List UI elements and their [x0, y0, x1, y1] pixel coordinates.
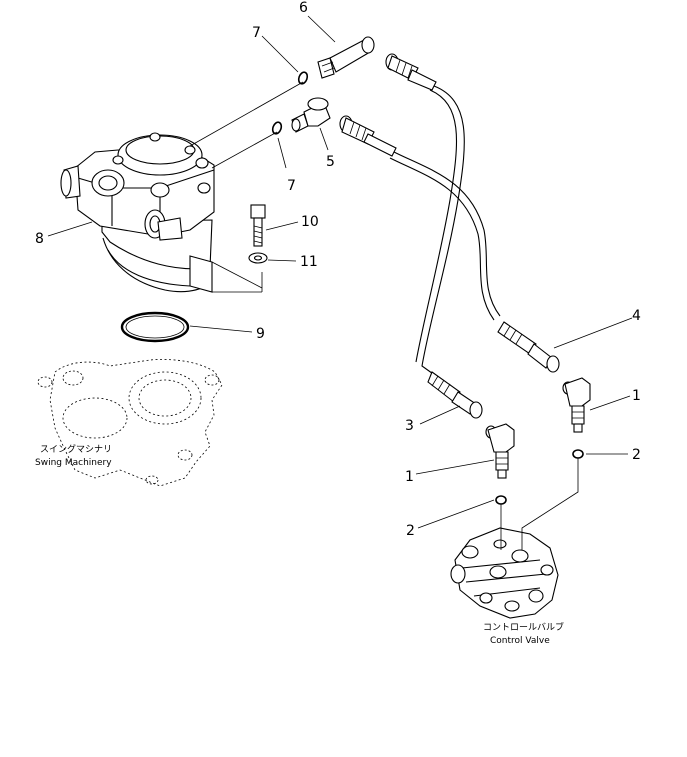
adapter-6 [317, 36, 375, 79]
part-number-6: 6 [299, 0, 308, 16]
o-ring-2-right [572, 449, 584, 459]
washer-11 [248, 252, 268, 264]
hose-4 [389, 151, 501, 321]
part-numbers: 6 7 5 7 8 10 11 9 4 1 3 2 1 2 [35, 0, 641, 539]
part-number-7-upper: 7 [252, 25, 261, 41]
swing-machinery-label-en: Swing Machinery [35, 458, 112, 468]
connector-lines [189, 81, 579, 550]
hose-3 [415, 85, 465, 377]
hose-3-fitting [427, 371, 483, 419]
part-number-3: 3 [405, 418, 414, 434]
swing-machinery [37, 359, 223, 487]
control-valve-label-jp: コントロールバルブ [483, 621, 564, 633]
part-number-4: 4 [632, 308, 641, 324]
swing-machinery-label-jp: スイングマシナリ [40, 443, 112, 455]
part-number-1-left: 1 [405, 469, 414, 485]
part-number-8: 8 [35, 231, 44, 247]
part-number-2-right: 2 [632, 447, 641, 463]
captions: スイングマシナリ Swing Machinery コントロールバルブ Contr… [35, 443, 564, 646]
o-ring-7-lower [271, 121, 283, 135]
elbow-1-right [562, 377, 591, 433]
part-number-7-lower: 7 [287, 178, 296, 194]
control-valve [450, 527, 559, 619]
part-number-1-right: 1 [632, 388, 641, 404]
hose-end-middle [339, 115, 397, 157]
part-number-5: 5 [326, 154, 335, 170]
hose-4-fitting [497, 321, 560, 373]
control-valve-label-en: Control Valve [490, 636, 550, 646]
o-ring-9 [120, 311, 190, 343]
elbow-1-left [485, 423, 515, 479]
bolt-10 [250, 204, 266, 247]
elbow-5 [291, 97, 331, 133]
part-number-9: 9 [256, 326, 265, 342]
part-number-2-left: 2 [406, 523, 415, 539]
part-number-11: 11 [300, 254, 318, 270]
hose-end-upper [385, 53, 437, 91]
valve-block-8 [60, 132, 263, 293]
o-ring-7-upper [297, 71, 309, 85]
o-ring-2-left [495, 495, 507, 505]
leader-lines [47, 15, 633, 529]
part-number-10: 10 [301, 214, 319, 230]
